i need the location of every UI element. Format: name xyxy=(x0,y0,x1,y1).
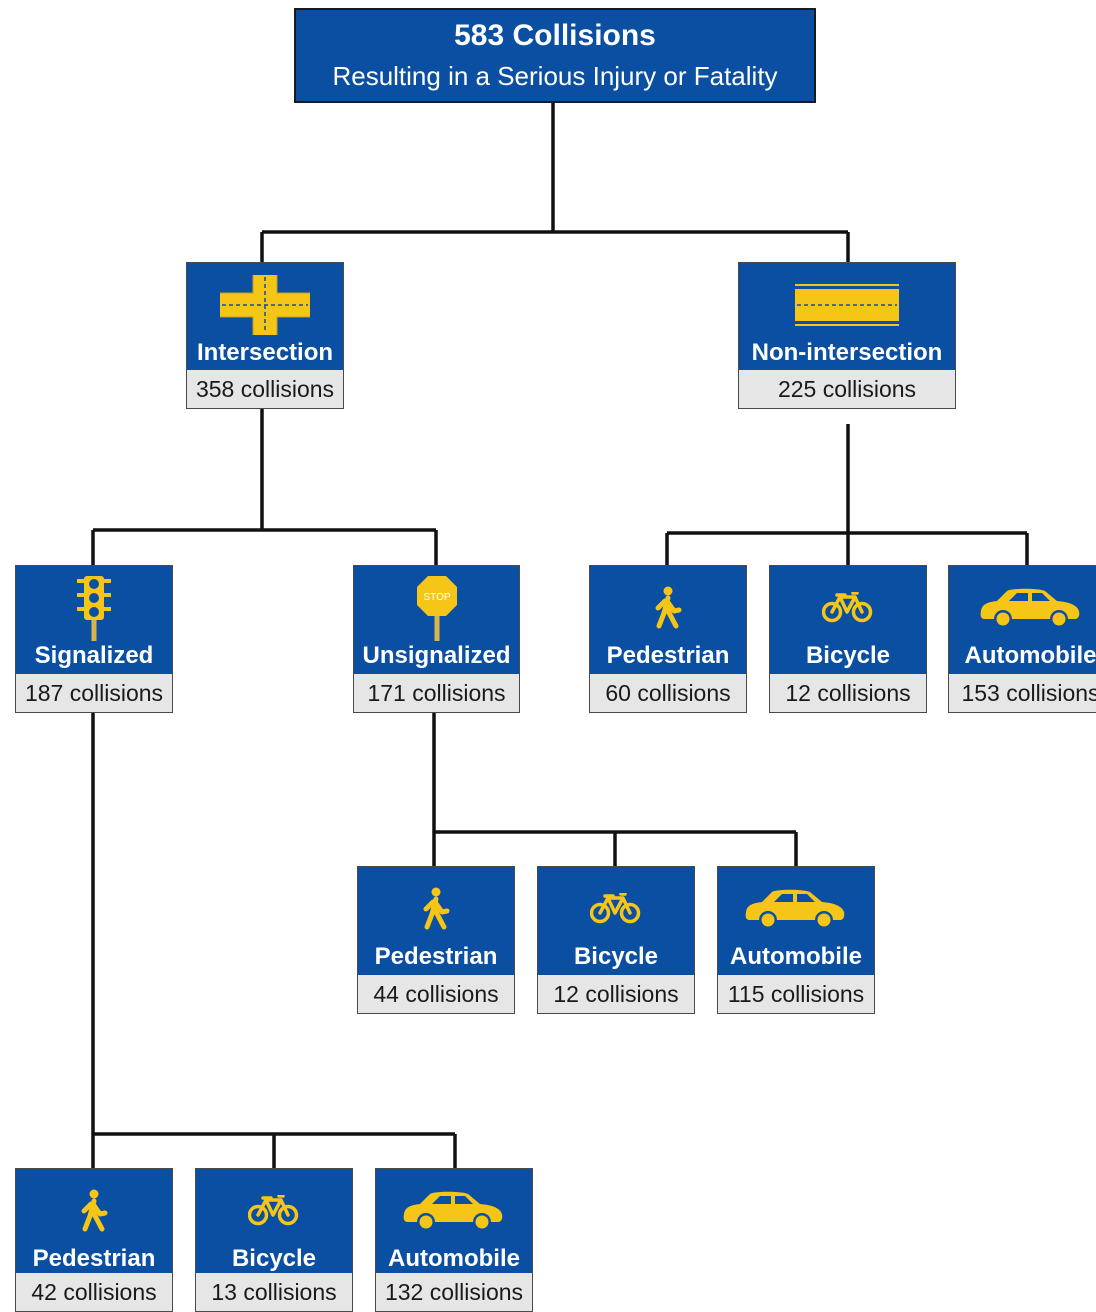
signalized-bicycle-box: Bicycle 13 collisions xyxy=(195,1168,353,1312)
automobile-label: Automobile xyxy=(964,642,1096,669)
connector-signalized xyxy=(91,713,457,1168)
pedestrian-count: 60 collisions xyxy=(590,674,746,712)
unsignalized-automobile-box: Automobile 115 collisions xyxy=(717,866,875,1014)
non-intersection-label: Non-intersection xyxy=(751,339,943,366)
bicycle-count: 12 collisions xyxy=(538,975,694,1013)
bicycle-icon xyxy=(770,574,926,642)
intersection-label: Intersection xyxy=(196,339,334,366)
automobile-icon xyxy=(376,1177,532,1245)
pedestrian-label: Pedestrian xyxy=(32,1245,156,1272)
bicycle-label: Bicycle xyxy=(573,943,659,970)
intersection-icon xyxy=(187,271,343,339)
bicycle-label: Bicycle xyxy=(805,642,891,669)
road-icon xyxy=(739,271,955,339)
pedestrian-icon xyxy=(590,574,746,642)
pedestrian-icon xyxy=(16,1177,172,1245)
root-box: 583 Collisions Resulting in a Serious In… xyxy=(294,8,816,103)
bicycle-count: 12 collisions xyxy=(770,674,926,712)
bicycle-icon xyxy=(538,875,694,943)
signalized-label: Signalized xyxy=(34,642,154,669)
automobile-count: 115 collisions xyxy=(718,975,874,1013)
automobile-label: Automobile xyxy=(730,943,862,970)
automobile-count: 132 collisions xyxy=(376,1273,532,1311)
pedestrian-icon xyxy=(358,875,514,943)
root-subtitle: Resulting in a Serious Injury or Fatalit… xyxy=(332,61,778,91)
non-intersection-automobile-box: Automobile 153 collisions xyxy=(948,565,1096,713)
non-intersection-bicycle-box: Bicycle 12 collisions xyxy=(769,565,927,713)
unsignalized-label: Unsignalized xyxy=(362,642,511,669)
pedestrian-count: 42 collisions xyxy=(16,1273,172,1311)
connector-root xyxy=(260,103,850,262)
signalized-count: 187 collisions xyxy=(16,674,172,712)
non-intersection-count: 225 collisions xyxy=(739,370,955,408)
signalized-box: Signalized 187 collisions xyxy=(15,565,173,713)
unsignalized-count: 171 collisions xyxy=(354,674,519,712)
unsignalized-box: STOP Unsignalized 171 collisions xyxy=(353,565,520,713)
unsignalized-bicycle-box: Bicycle 12 collisions xyxy=(537,866,695,1014)
pedestrian-label: Pedestrian xyxy=(606,642,730,669)
intersection-box: Intersection 358 collisions xyxy=(186,262,344,409)
non-intersection-box: Non-intersection 225 collisions xyxy=(738,262,956,409)
unsignalized-pedestrian-box: Pedestrian 44 collisions xyxy=(357,866,515,1014)
automobile-icon xyxy=(949,574,1096,642)
stop-sign-icon: STOP xyxy=(354,574,519,642)
intersection-count: 358 collisions xyxy=(187,370,343,408)
signalized-pedestrian-box: Pedestrian 42 collisions xyxy=(15,1168,173,1312)
root-title: 583 Collisions xyxy=(454,19,656,52)
automobile-icon xyxy=(718,875,874,943)
connector-unsignalized xyxy=(432,713,798,866)
pedestrian-label: Pedestrian xyxy=(374,943,498,970)
bicycle-icon xyxy=(196,1177,352,1245)
signalized-automobile-box: Automobile 132 collisions xyxy=(375,1168,533,1312)
non-intersection-pedestrian-box: Pedestrian 60 collisions xyxy=(589,565,747,713)
connector-non-intersection xyxy=(665,424,1029,565)
bicycle-count: 13 collisions xyxy=(196,1273,352,1311)
automobile-count: 153 collisions xyxy=(949,674,1096,712)
pedestrian-count: 44 collisions xyxy=(358,975,514,1013)
traffic-light-icon xyxy=(16,574,172,642)
bicycle-label: Bicycle xyxy=(231,1245,317,1272)
connector-intersection xyxy=(91,409,438,565)
automobile-label: Automobile xyxy=(388,1245,520,1272)
stop-sign-text: STOP xyxy=(423,592,450,603)
